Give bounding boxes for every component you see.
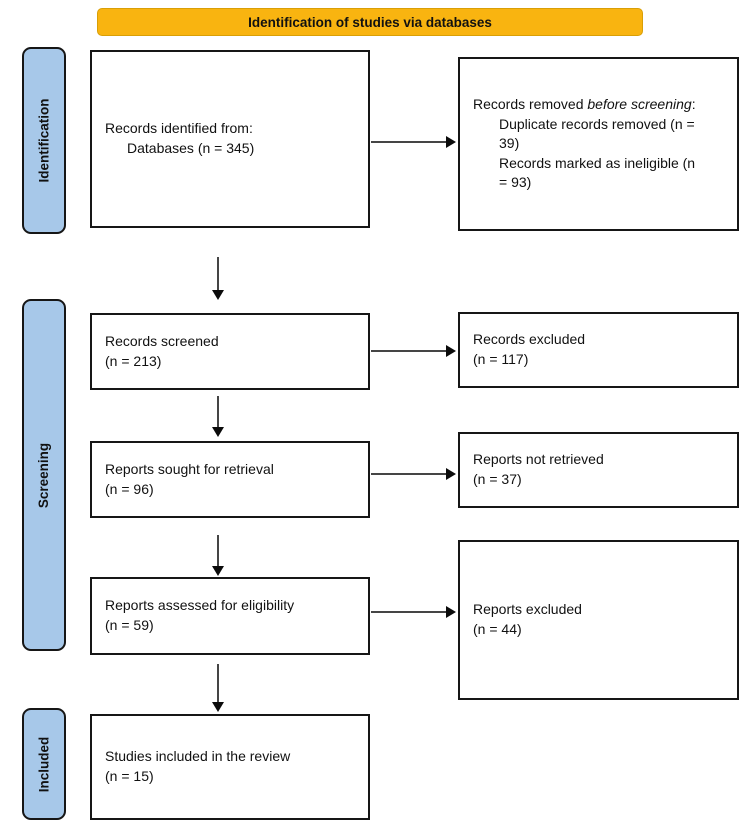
arrow-identified-to-screened <box>217 257 219 290</box>
box-reports-not-retrieved-text: Reports not retrieved (n = 37) <box>460 450 614 489</box>
box-records-excluded: Records excluded (n = 117) <box>458 312 739 388</box>
records-screened-line2: (n = 213) <box>105 352 162 369</box>
box-records-removed-text: Records removed before screening: Duplic… <box>460 95 716 193</box>
banner-identification-via-databases: Identification of studies via databases <box>97 8 643 36</box>
studies-included-line1: Studies included in the review <box>105 748 291 765</box>
box-studies-included: Studies included in the review (n = 15) <box>90 714 370 820</box>
box-studies-included-text: Studies included in the review (n = 15) <box>92 747 300 786</box>
box-records-screened-text: Records screened (n = 213) <box>92 332 229 371</box>
banner-title: Identification of studies via databases <box>248 14 492 30</box>
reports-not-retrieved-line2: (n = 37) <box>473 471 522 487</box>
reports-excluded-line2: (n = 44) <box>473 621 522 637</box>
records-removed-item-duplicates: Duplicate records removed (n = 39) <box>499 115 695 152</box>
box-records-identified: Records identified from: Databases (n = … <box>90 50 370 228</box>
box-reports-not-retrieved: Reports not retrieved (n = 37) <box>458 432 739 508</box>
records-identified-line1: Records identified from: <box>105 120 253 137</box>
box-reports-sought-text: Reports sought for retrieval (n = 96) <box>92 460 284 499</box>
box-records-excluded-text: Records excluded (n = 117) <box>460 330 595 369</box>
box-records-screened: Records screened (n = 213) <box>90 313 370 390</box>
arrow-assessed-to-reports-excluded <box>371 611 446 613</box>
box-records-identified-text: Records identified from: Databases (n = … <box>92 119 264 158</box>
box-records-removed: Records removed before screening: Duplic… <box>458 57 739 231</box>
box-reports-assessed: Reports assessed for eligibility (n = 59… <box>90 577 370 655</box>
arrow-screened-to-sought <box>217 396 219 427</box>
records-removed-intro-colon: : <box>691 96 696 113</box>
arrow-sought-to-assessed <box>217 535 219 566</box>
records-excluded-line2: (n = 117) <box>473 351 529 367</box>
records-removed-intro-italic: before screening <box>587 96 692 113</box>
records-excluded-line1: Records excluded <box>473 331 586 348</box>
box-reports-assessed-text: Reports assessed for eligibility (n = 59… <box>92 596 304 635</box>
stage-bar-identification: Identification <box>22 47 66 234</box>
box-reports-sought: Reports sought for retrieval (n = 96) <box>90 441 370 518</box>
reports-assessed-line1: Reports assessed for eligibility <box>105 597 295 614</box>
arrow-identified-to-removed <box>371 141 446 143</box>
arrow-assessed-to-included <box>217 664 219 702</box>
records-identified-line2: Databases (n = 345) <box>127 140 255 156</box>
records-screened-line1: Records screened <box>105 332 219 349</box>
box-reports-excluded-text: Reports excluded (n = 44) <box>460 600 592 639</box>
stage-label-included: Included <box>36 736 52 792</box>
records-removed-intro: Records removed before screening: <box>473 95 706 115</box>
reports-not-retrieved-line1: Reports not retrieved <box>473 451 604 468</box>
arrow-sought-to-not-retrieved <box>371 473 446 475</box>
reports-sought-line1: Reports sought for retrieval <box>105 460 274 477</box>
reports-assessed-line2: (n = 59) <box>105 617 154 633</box>
stage-label-identification: Identification <box>36 98 52 183</box>
reports-excluded-line1: Reports excluded <box>473 601 582 618</box>
stage-bar-included: Included <box>22 708 66 820</box>
stage-bar-screening: Screening <box>22 299 66 651</box>
records-removed-item-ineligible: Records marked as ineligible (n = 93) <box>499 154 696 191</box>
box-reports-excluded: Reports excluded (n = 44) <box>458 540 739 700</box>
studies-included-line2: (n = 15) <box>105 768 154 784</box>
stage-label-screening: Screening <box>36 442 52 508</box>
records-removed-intro-plain: Records removed <box>473 96 588 113</box>
arrow-screened-to-excluded <box>371 350 446 352</box>
reports-sought-line2: (n = 96) <box>105 480 154 497</box>
